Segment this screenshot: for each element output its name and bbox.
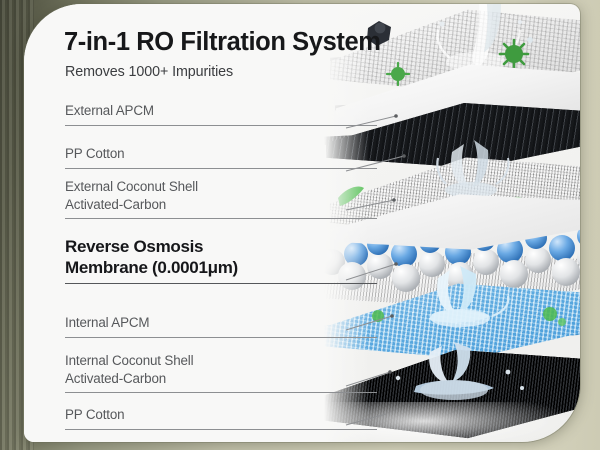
- layer-label-text: PP Cotton: [65, 407, 125, 422]
- layer-label-text: Internal APCM: [65, 315, 150, 330]
- layer-label-text: Reverse Osmosis: [65, 237, 204, 256]
- layer-underline: [65, 167, 377, 169]
- layer-label-text: Internal Coconut Shell: [65, 353, 194, 368]
- layer-label-external-apcm[interactable]: External APCM: [65, 102, 383, 126]
- layer-underline: [65, 428, 377, 430]
- layer-underline: [65, 218, 377, 219]
- layer-label-pp-cotton-inner[interactable]: PP Cotton: [65, 406, 383, 430]
- layer-label-text: External Coconut Shell: [65, 179, 198, 194]
- layer-label-reverse-osmosis-membrane[interactable]: Reverse Osmosis Membrane (0.0001μm): [65, 236, 383, 284]
- layer-underline: [65, 124, 377, 126]
- card-inner: 7-in-1 RO Filtration System Removes 1000…: [24, 4, 580, 442]
- layer-label-text: External APCM: [65, 103, 154, 118]
- layer-underline: [65, 336, 377, 338]
- text-column: 7-in-1 RO Filtration System Removes 1000…: [62, 4, 384, 442]
- page-subtitle: Removes 1000+ Impurities: [65, 64, 234, 80]
- layer-label-text-line2: Membrane (0.0001μm): [65, 258, 238, 277]
- product-info-card: 7-in-1 RO Filtration System Removes 1000…: [24, 4, 580, 442]
- layer-label-text-line2: Activated-Carbon: [65, 196, 167, 212]
- layer-label-internal-coconut-carbon[interactable]: Internal Coconut Shell Activated-Carbon: [65, 352, 383, 393]
- layer-label-text: PP Cotton: [65, 146, 125, 161]
- layer-underline: [65, 283, 377, 284]
- layer-label-internal-apcm[interactable]: Internal APCM: [65, 314, 383, 338]
- page-title: 7-in-1 RO Filtration System: [64, 28, 381, 56]
- layer-underline: [65, 392, 377, 393]
- layer-label-external-coconut-carbon[interactable]: External Coconut Shell Activated-Carbon: [65, 178, 383, 219]
- layer-label-text-line2: Activated-Carbon: [65, 370, 167, 386]
- layer-label-pp-cotton-outer[interactable]: PP Cotton: [65, 145, 383, 169]
